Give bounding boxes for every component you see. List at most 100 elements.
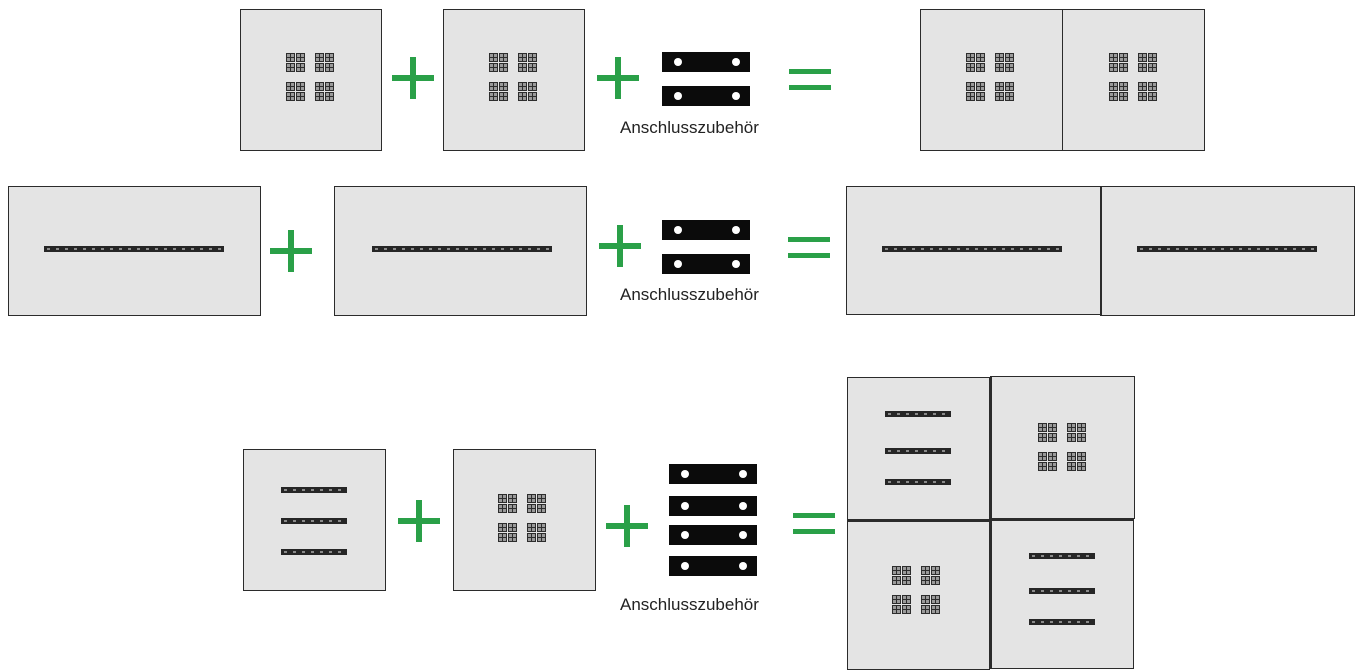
led-icon [931, 595, 940, 604]
result-tile [990, 376, 1135, 519]
led-icon [892, 595, 901, 604]
led-strip-icon [882, 246, 1062, 252]
led-icon [508, 504, 517, 513]
led-icon [1038, 423, 1047, 432]
led-icon [931, 605, 940, 614]
led-icon [315, 82, 324, 91]
led-icon [931, 566, 940, 575]
led-icon [498, 523, 507, 532]
led-icon [902, 605, 911, 614]
led-icon [995, 82, 1004, 91]
equals-icon [788, 237, 830, 258]
led-icon [518, 53, 527, 62]
led-icon [296, 53, 305, 62]
led-icon [966, 82, 975, 91]
led-strip-icon [885, 411, 951, 417]
led-icon [518, 63, 527, 72]
led-icon [286, 63, 295, 72]
led-icon [498, 504, 507, 513]
led-icon [489, 63, 498, 72]
led-icon [518, 92, 527, 101]
led-icon [902, 595, 911, 604]
plus-icon [392, 57, 434, 99]
led-icon [1048, 433, 1057, 442]
led-strip-icon [1029, 553, 1095, 559]
led-icon [1067, 433, 1076, 442]
led-strip-icon [885, 479, 951, 485]
led-icon [1148, 53, 1157, 62]
led-strip-icon [372, 246, 552, 252]
plus-icon [599, 225, 641, 267]
square-module-tile [453, 449, 596, 591]
led-icon [296, 63, 305, 72]
led-icon [1119, 53, 1128, 62]
connector-accessory-label: Anschlusszubehör [620, 595, 759, 614]
led-icon [1038, 433, 1047, 442]
led-icon [315, 63, 324, 72]
led-icon [286, 82, 295, 91]
connector-accessory-label: Anschlusszubehör [620, 285, 759, 304]
led-icon [1077, 462, 1086, 471]
led-icon [1067, 462, 1076, 471]
led-icon [921, 576, 930, 585]
led-strip-icon [281, 549, 347, 555]
led-icon [921, 566, 930, 575]
led-icon [499, 53, 508, 62]
led-icon [1077, 433, 1086, 442]
led-icon [966, 63, 975, 72]
led-icon [527, 523, 536, 532]
led-icon [315, 92, 324, 101]
led-icon [508, 533, 517, 542]
led-icon [537, 504, 546, 513]
led-icon [1067, 423, 1076, 432]
led-icon [995, 92, 1004, 101]
result-tile [847, 520, 990, 670]
led-icon [489, 53, 498, 62]
led-strip-icon [1137, 246, 1317, 252]
led-icon [1109, 82, 1118, 91]
led-icon [1048, 423, 1057, 432]
led-icon [1138, 63, 1147, 72]
led-icon [1148, 92, 1157, 101]
led-icon [325, 92, 334, 101]
led-icon [498, 494, 507, 503]
connector-plate-icon [669, 556, 757, 576]
led-icon [1048, 452, 1057, 461]
led-icon [1005, 92, 1014, 101]
led-icon [1038, 462, 1047, 471]
led-icon [976, 63, 985, 72]
connector-accessory-label: Anschlusszubehör [620, 118, 759, 137]
result-tile [1063, 9, 1205, 151]
led-icon [1119, 92, 1128, 101]
led-icon [528, 92, 537, 101]
led-icon [489, 92, 498, 101]
connector-plate-icon [669, 525, 757, 545]
led-icon [1005, 82, 1014, 91]
connector-plate-icon [669, 464, 757, 484]
connector-plate-icon [662, 86, 750, 106]
connector-plate-icon [669, 496, 757, 516]
led-icon [518, 82, 527, 91]
led-icon [508, 523, 517, 532]
led-icon [1148, 63, 1157, 72]
led-icon [1005, 53, 1014, 62]
led-icon [1005, 63, 1014, 72]
led-strip-icon [885, 448, 951, 454]
led-icon [1138, 82, 1147, 91]
led-icon [325, 82, 334, 91]
led-icon [325, 63, 334, 72]
led-icon [1119, 63, 1128, 72]
led-icon [976, 53, 985, 62]
led-icon [499, 82, 508, 91]
led-icon [528, 82, 537, 91]
led-icon [966, 92, 975, 101]
square-module-tile [240, 9, 382, 151]
led-icon [976, 82, 985, 91]
led-icon [527, 533, 536, 542]
led-icon [1048, 462, 1057, 471]
led-icon [537, 533, 546, 542]
square-module-tile [443, 9, 585, 151]
led-icon [286, 53, 295, 62]
led-icon [921, 595, 930, 604]
led-icon [325, 53, 334, 62]
